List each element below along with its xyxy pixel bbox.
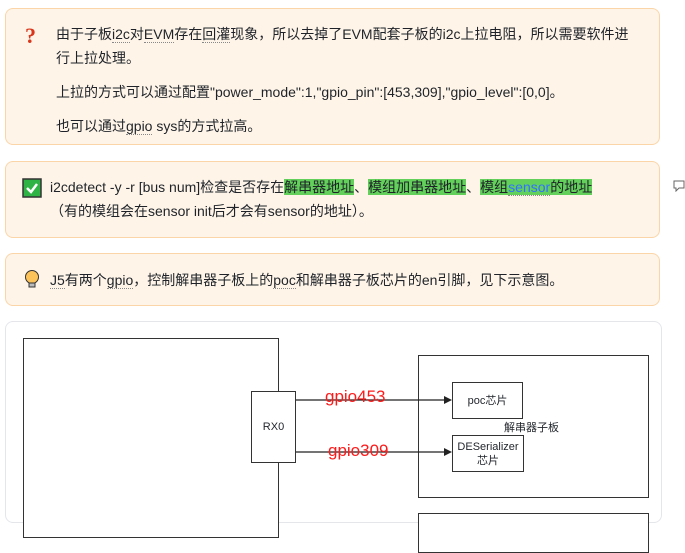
callout-j5-gpio: J5有两个gpio，控制解串器子板上的poc和解串器子板芯片的en引脚，见下示意… bbox=[5, 253, 660, 306]
callout-text: J5有两个gpio，控制解串器子板上的poc和解串器子板芯片的en引脚，见下示意… bbox=[50, 272, 564, 289]
callout-text: 上拉的方式可以通过配置"power_mode":1,"gpio_pin":[45… bbox=[56, 84, 564, 100]
board-label: 解串器子板 bbox=[504, 422, 559, 434]
comment-icon[interactable] bbox=[673, 180, 685, 192]
callout-text: 由于子板i2c对EVM存在回灌现象，所以去掉了EVM配套子板的i2c上拉电阻，所… bbox=[56, 26, 629, 66]
poc-chip-box: poc芯片 bbox=[452, 382, 523, 419]
deserializer-board-box bbox=[418, 355, 649, 498]
question-icon: ? bbox=[25, 25, 36, 45]
callout-text: i2cdetect -y -r [bus num]检查是否存在解串器地址、模组加… bbox=[50, 179, 593, 219]
checkbox-icon bbox=[22, 178, 42, 198]
rx0-box: RX0 bbox=[251, 391, 296, 463]
callout-pullup: ? 由于子板i2c对EVM存在回灌现象，所以去掉了EVM配套子板的i2c上拉电阻… bbox=[5, 8, 660, 145]
callout-text: 也可以通过gpio sys的方式拉高。 bbox=[56, 118, 262, 135]
svg-text:?: ? bbox=[25, 25, 36, 45]
diagram-image: RX0 poc芯片 DESerializer 芯片 解串器子板 gpio453 … bbox=[5, 321, 662, 553]
lightbulb-icon bbox=[25, 270, 39, 288]
gpio309-label: gpio309 bbox=[328, 441, 389, 460]
arrows bbox=[296, 396, 452, 456]
deserializer-chip-box: DESerializer 芯片 bbox=[452, 435, 524, 472]
j5-board-box bbox=[23, 338, 279, 538]
callout-i2cdetect: i2cdetect -y -r [bus num]检查是否存在解串器地址、模组加… bbox=[5, 161, 660, 238]
gpio453-label: gpio453 bbox=[325, 387, 386, 406]
sensor-link[interactable]: sensor bbox=[508, 179, 551, 196]
